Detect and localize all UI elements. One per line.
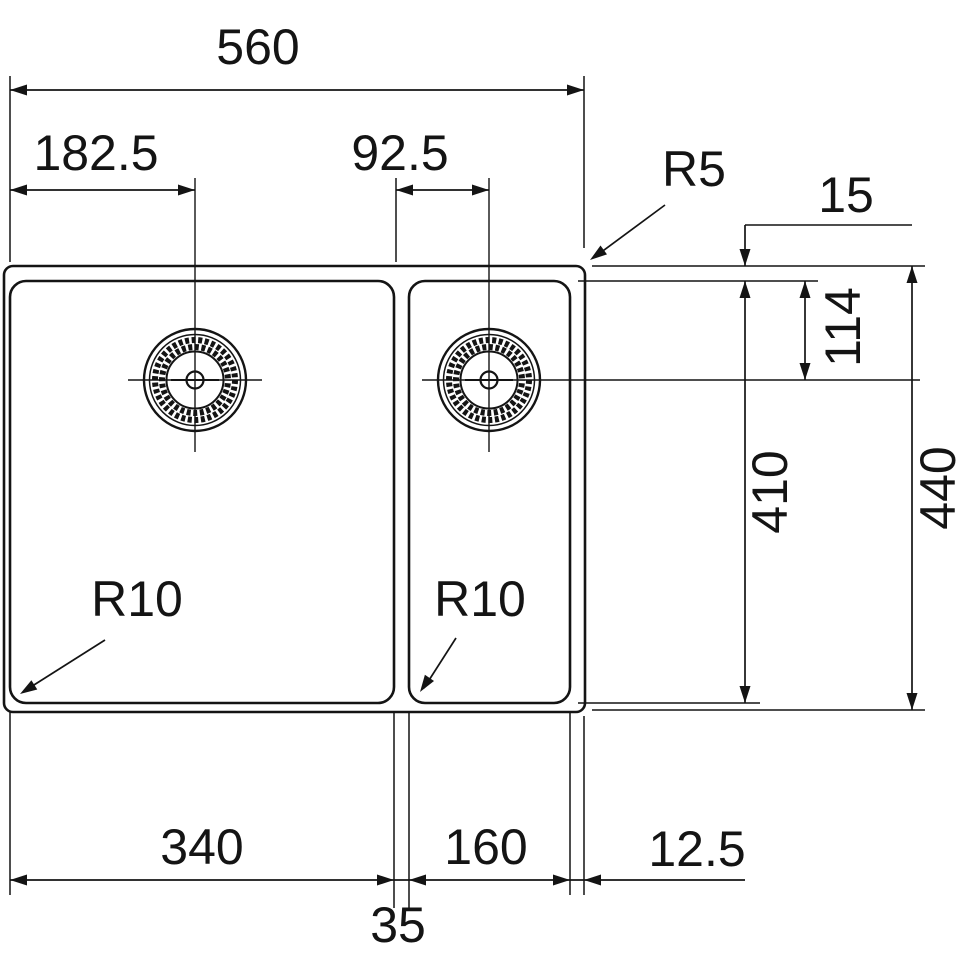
arrowhead (553, 874, 570, 886)
dim-overall-width: 560 (9, 19, 585, 262)
dim-right-bowl-width: 160 (409, 819, 570, 886)
dim-drain-depth-offset: 114 (799, 281, 871, 380)
arrowhead (10, 184, 27, 196)
leader-line (595, 204, 666, 257)
arrowhead (178, 184, 195, 196)
arrowhead (799, 363, 811, 380)
arrowhead (739, 281, 751, 298)
sink-outline (2, 264, 587, 714)
centerlines (128, 178, 920, 452)
dim-label-left-bowl-width: 340 (160, 819, 243, 875)
dim-bowl-depth: 410 (739, 281, 798, 703)
arrowhead (409, 874, 426, 886)
dim-outer-corner-radius: R5 (590, 141, 726, 260)
dim-label-bowl-depth: 410 (742, 450, 798, 533)
dim-top-rim-margin: 15 (739, 167, 912, 266)
dim-right-drain-offset: 92.5 (351, 125, 489, 262)
dim-label-right-drain-offset: 92.5 (351, 125, 448, 181)
arrowhead (10, 84, 27, 96)
dim-label-left-bowl-radius: R10 (91, 571, 183, 627)
left-bowl (8, 279, 396, 705)
arrowhead (799, 281, 811, 298)
arrowhead (472, 184, 489, 196)
arrowhead (420, 674, 434, 692)
arrowhead (906, 693, 918, 710)
arrowhead (377, 874, 394, 886)
arrowhead (20, 680, 38, 694)
dim-right-rim-margin: 12.5 (584, 821, 746, 886)
dim-partition-width: 35 (370, 897, 426, 953)
dim-overall-depth: 440 (592, 265, 966, 711)
dim-label-left-drain-offset: 182.5 (33, 125, 158, 181)
dim-left-bowl-radius: R10 (20, 571, 183, 694)
dim-label-right-bowl-width: 160 (444, 819, 527, 875)
dim-label-partition-width: 35 (370, 897, 426, 953)
arrowhead (906, 266, 918, 283)
dim-label-right-rim-margin: 12.5 (648, 821, 745, 877)
dim-label-overall-width: 560 (216, 19, 299, 75)
arrowhead (396, 184, 413, 196)
arrowhead (739, 686, 751, 703)
dim-label-drain-depth-offset: 114 (815, 287, 871, 367)
dim-label-overall-depth: 440 (910, 446, 966, 529)
sink-outer-rim (2, 264, 587, 714)
arrowhead (590, 245, 607, 260)
dim-label-outer-corner-radius: R5 (662, 141, 726, 197)
dim-right-bowl-radius: R10 (420, 571, 526, 692)
projection-lines (578, 280, 818, 704)
leader-line (25, 639, 106, 691)
arrowhead (567, 84, 584, 96)
arrowhead (739, 249, 751, 266)
dim-label-top-rim-margin: 15 (818, 167, 874, 223)
dim-left-bowl-width: 340 (10, 819, 394, 886)
dim-left-drain-offset: 182.5 (10, 125, 195, 196)
arrowhead (584, 874, 601, 886)
dim-label-right-bowl-radius: R10 (434, 571, 526, 627)
arrowhead (10, 874, 27, 886)
